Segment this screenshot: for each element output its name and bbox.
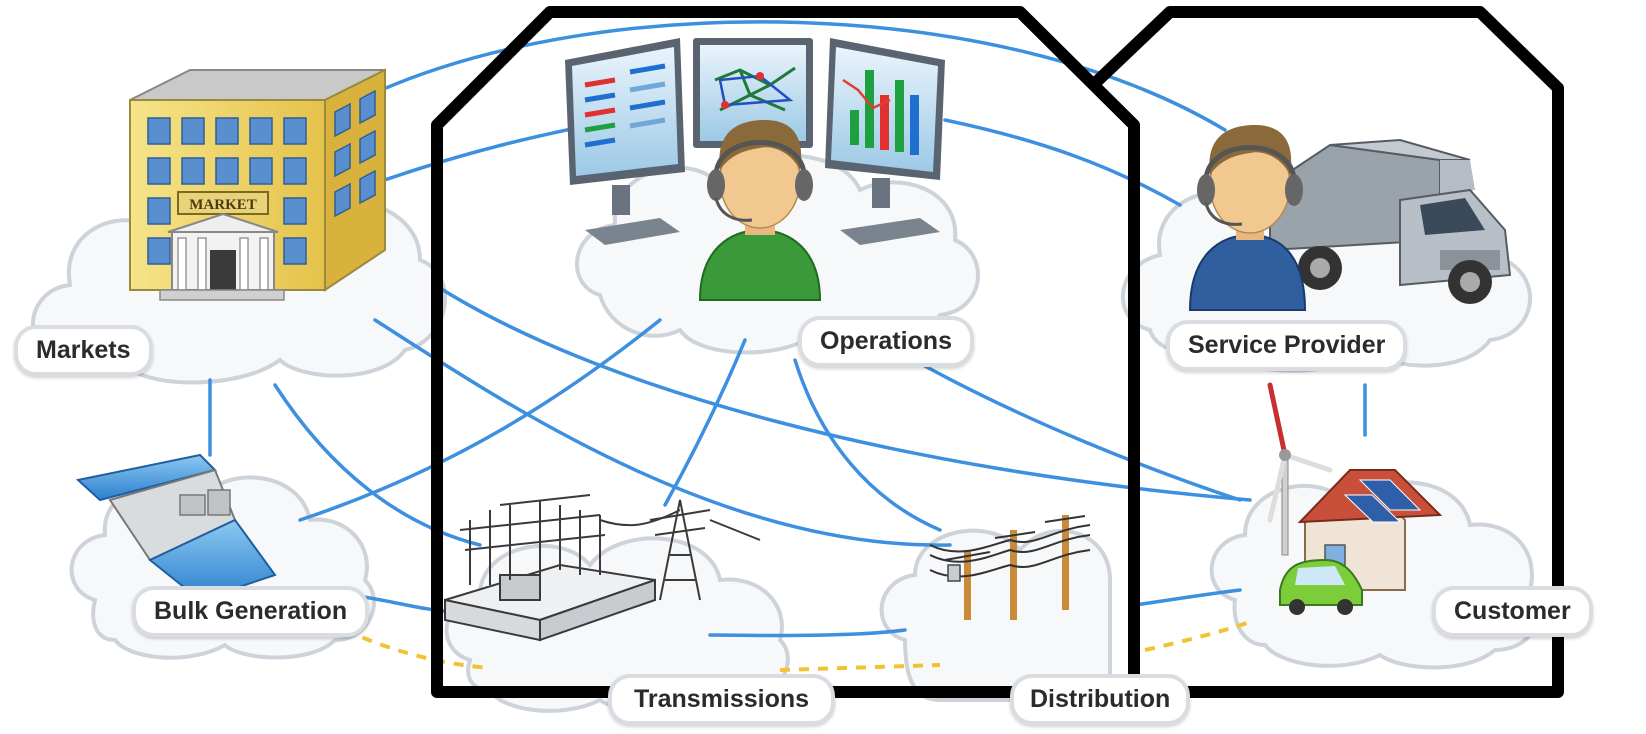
wind-turbine-icon: [1267, 382, 1333, 556]
service-technician-icon: [1188, 125, 1307, 311]
transmissions-label: Transmissions: [608, 674, 836, 725]
service-truck-icon: [1269, 138, 1512, 304]
market-sign-text: MARKET: [189, 197, 257, 213]
distribution-poles-icon: [929, 515, 1091, 620]
markets-label: Markets: [14, 325, 153, 376]
hydro-dam-icon: [75, 453, 277, 602]
bulk-generation-label: Bulk Generation: [132, 586, 370, 637]
monitor-left-icon: [565, 38, 685, 245]
smart-home-icon: [1267, 382, 1443, 615]
highlight-box-customer-side: [1085, 6, 1564, 698]
monitor-center-icon: [693, 38, 813, 148]
customer-label: Customer: [1432, 586, 1593, 637]
service-provider-label: Service Provider: [1166, 320, 1408, 371]
operator-icon: [698, 120, 822, 301]
service-technician-truck-icon: [1188, 125, 1512, 311]
energy-flow-dashes: [344, 620, 1251, 672]
distribution-label: Distribution: [1010, 674, 1191, 725]
transmission-substation-icon: [444, 494, 761, 642]
operator-with-monitors-icon: [565, 38, 945, 301]
electric-car-icon: [1279, 558, 1363, 615]
operations-label: Operations: [798, 316, 974, 367]
monitor-right-icon: [825, 38, 945, 245]
market-building-icon: MARKET: [129, 68, 386, 301]
